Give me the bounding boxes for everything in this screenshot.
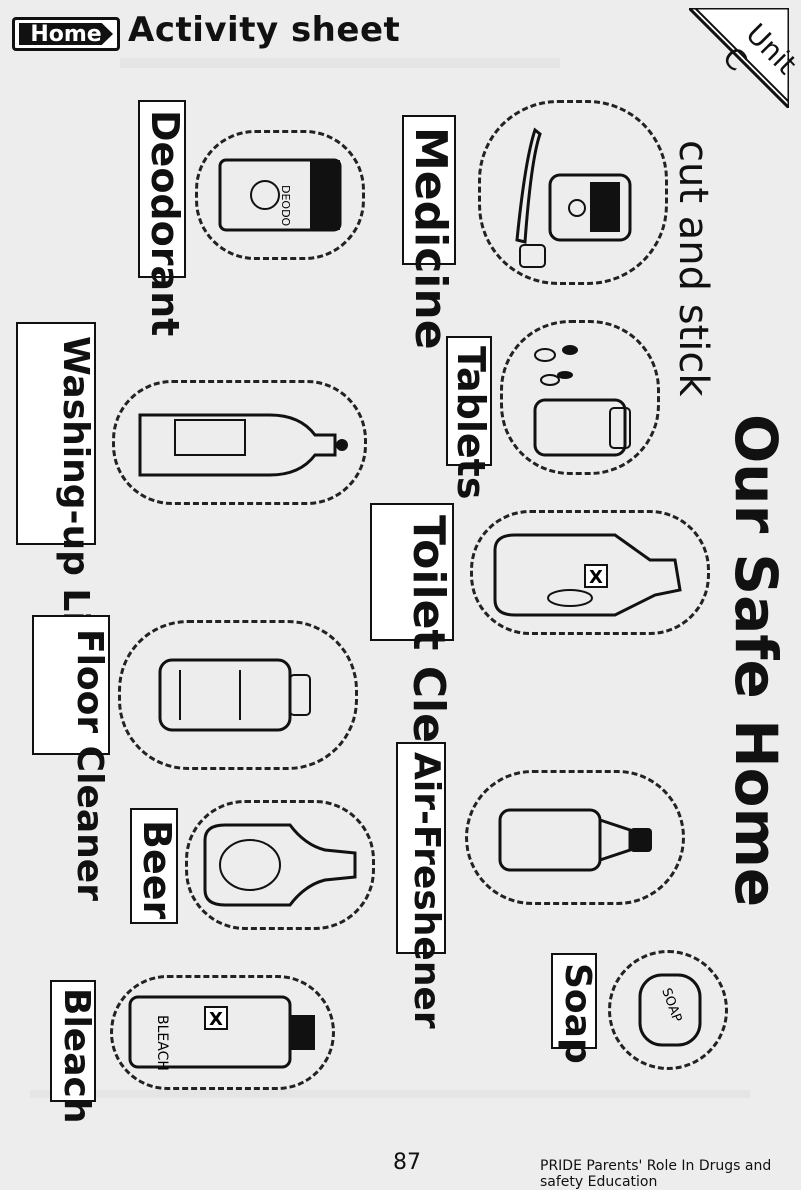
label-bleach: Bleach [50,980,97,1123]
label-air-freshener: Air-Freshener [396,742,447,1029]
activity-sheet-title: Activity sheet [128,10,401,50]
svg-text:SOAP: SOAP [658,986,684,1024]
page-number: 87 [393,1150,421,1175]
air-freshener-bottle-icon [498,808,652,872]
floor-cleaner-bottle-icon [158,658,311,732]
home-tab: Home [12,17,120,51]
svg-text:BLEACH: BLEACH [154,1015,170,1071]
deodorant-can-icon: DEODO [218,158,342,232]
svg-text:DEODO: DEODO [279,185,292,227]
cutout-air-freshener [465,770,685,905]
cutout-beer [185,800,375,930]
label-washing-up-liquid: Washing-up Liquid [16,322,96,713]
bleach-bottle-icon: X BLEACH [128,995,315,1071]
home-tab-label: Home [19,23,113,45]
cutout-tablets [500,320,660,475]
cutout-medicine [478,100,668,285]
label-tablets: Tablets [446,336,493,499]
footer-credit: PRIDE Parents' Role In Drugs and safety … [540,1158,772,1190]
label-medicine: Medicine [402,115,456,350]
soap-bar-icon: SOAP [638,973,702,1047]
washing-up-liquid-bottle-icon [138,413,348,477]
svg-text:X: X [209,1009,223,1030]
tablets-bottle-icon [533,345,631,457]
cutout-soap [608,950,728,1070]
cutout-washing-up-liquid [112,380,367,505]
cut-and-stick-instruction: cut and stick [670,140,716,397]
label-beer: Beer [130,808,179,924]
unit-corner-badge: Unit C [689,8,801,108]
toilet-cleaner-bottle-icon: X [493,533,682,617]
cutout-deodorant [195,130,365,260]
page-title: Our Safe Home [722,414,790,908]
svg-text:X: X [589,567,603,588]
cutout-floor-cleaner [118,620,358,770]
medicine-bottle-and-spoon-icon [515,127,632,268]
unit-corner-triangle-icon [689,8,789,108]
label-deodorant: Deodorant [138,100,187,336]
label-soap: Soap [551,953,598,1064]
cutout-toilet-cleaner [470,510,710,635]
cutout-bleach [110,975,335,1090]
beer-bottle-icon [203,823,357,907]
label-floor-cleaner: Floor Cleaner [32,615,110,901]
label-toilet-cleaner: Toilet Cleaner [370,503,454,856]
